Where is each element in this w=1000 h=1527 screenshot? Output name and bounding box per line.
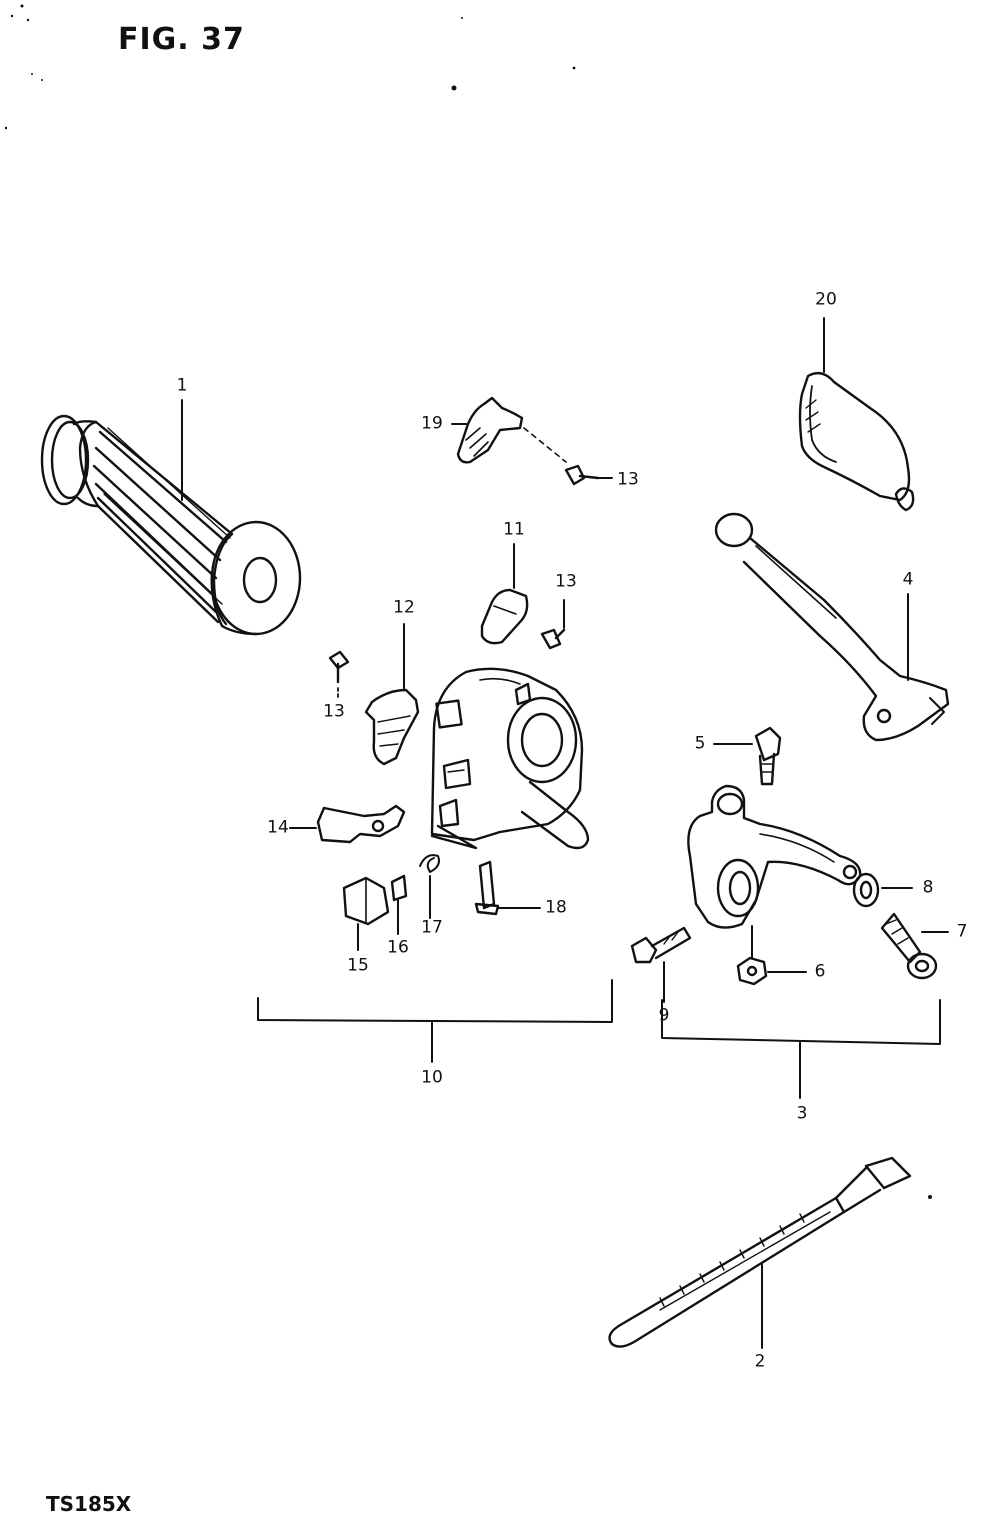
- callout-part-8: 8: [922, 877, 934, 898]
- bracket-assembly-10: [257, 979, 613, 1063]
- callout-part-16: 16: [387, 937, 409, 958]
- callout-part-13-top: 13: [617, 469, 639, 490]
- figure-title: FIG. 37: [118, 22, 245, 57]
- callout-part-18: 18: [545, 897, 567, 918]
- bracket-assembly-3: [661, 999, 941, 1099]
- screw-part-13-mid: [540, 599, 566, 650]
- grip-part-1: [40, 399, 302, 636]
- bracket-part-14: [289, 804, 406, 844]
- bolt-part-9: [630, 926, 692, 1003]
- screw-part-13-top: [564, 464, 613, 486]
- pin-part-16: [390, 874, 408, 935]
- switch-housing-assembly: [430, 667, 590, 850]
- callout-part-1: 1: [176, 375, 188, 396]
- callout-part-2: 2: [754, 1351, 766, 1372]
- spring-part-17: [419, 854, 440, 919]
- clutch-lever-part-4: [714, 512, 950, 742]
- nut-part-6: [736, 956, 807, 986]
- callout-part-6: 6: [814, 961, 826, 982]
- screw-part-13-left: [328, 650, 350, 699]
- choke-lever-part-19: [451, 396, 567, 464]
- callout-part-15: 15: [347, 955, 369, 976]
- scan-speckles: [4, 4, 932, 1199]
- callout-part-13-mid: 13: [555, 571, 577, 592]
- bolt-part-5: [713, 726, 782, 786]
- callout-part-4: 4: [902, 569, 914, 590]
- callout-part-14: 14: [267, 817, 289, 838]
- model-code: TS185X: [46, 1492, 132, 1516]
- callout-part-3: 3: [796, 1103, 808, 1124]
- connector-part-15: [342, 876, 390, 951]
- callout-part-11: 11: [503, 519, 525, 540]
- lever-boot-part-20: [798, 317, 915, 512]
- callout-part-13-left: 13: [323, 701, 345, 722]
- switch-knob-part-11: [480, 543, 529, 645]
- callout-part-7: 7: [956, 921, 968, 942]
- callout-part-12: 12: [393, 597, 415, 618]
- lever-part-12: [364, 623, 420, 766]
- washer-part-8: [852, 872, 913, 908]
- callout-part-17: 17: [421, 917, 443, 938]
- lever-holder-part-3: [687, 784, 862, 959]
- bolt-part-7: [880, 912, 949, 980]
- callout-part-5: 5: [694, 733, 706, 754]
- callout-part-19: 19: [421, 413, 443, 434]
- cable-tie-part-2: [608, 1156, 912, 1349]
- screw-part-18: [474, 860, 541, 916]
- callout-part-10: 10: [421, 1067, 443, 1088]
- callout-part-20: 20: [815, 289, 837, 310]
- callout-part-9: 9: [658, 1005, 670, 1026]
